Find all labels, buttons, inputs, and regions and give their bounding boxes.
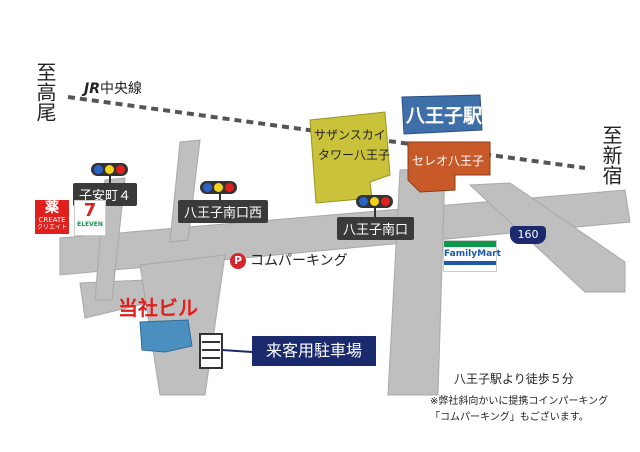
- origin-left-label: 至高尾: [33, 62, 57, 122]
- signal-minami: [356, 195, 393, 208]
- sazansu-line1: サザンスカイ: [314, 128, 386, 142]
- road-nw: [169, 139, 201, 243]
- intersection-minami-nishi: 八王子南口西: [178, 200, 269, 223]
- visitor-parking-label: 来客用駐車場: [252, 336, 376, 366]
- sazansu-building: [309, 111, 391, 204]
- signal-koyasu: [91, 163, 128, 176]
- origin-left-text: 至高尾: [33, 62, 57, 122]
- intersection-minami: 八王子南口: [337, 217, 415, 240]
- road-160: [468, 182, 626, 293]
- com-parking-text: コムパーキング: [250, 253, 348, 269]
- create-logo: 薬 CREATE クリエイト: [35, 200, 69, 234]
- office-building: [139, 319, 193, 353]
- note-line2: 「コムパーキング」もございます。: [430, 412, 589, 423]
- rail-name: 中央線: [100, 81, 142, 97]
- sereo-label: セレオ八王子: [412, 154, 485, 168]
- office-label: 当社ビル: [118, 296, 198, 320]
- walk-note: 八王子駅より徒歩５分: [454, 372, 574, 386]
- jr-logo: JR: [84, 81, 100, 97]
- seven-digit: 7: [83, 200, 97, 221]
- origin-right-text: 至新宿: [599, 125, 623, 185]
- road-station: [387, 167, 446, 396]
- note-line1: ※弊社斜向かいに提携コインパーキング: [430, 396, 609, 407]
- callout-pointer: [221, 349, 253, 353]
- sereo-building: [407, 141, 491, 193]
- create-sub: クリエイト: [36, 224, 67, 231]
- create-name: CREATE: [38, 216, 66, 224]
- station-label: 八王子駅: [406, 105, 483, 127]
- road-koyasu: [94, 177, 126, 301]
- station-building: [401, 94, 483, 135]
- sazansu-line2: タワー八王子: [318, 148, 391, 162]
- seven-eleven-logo: 7 ELEVEN: [74, 200, 106, 236]
- familymart-text: FamilyMart: [444, 249, 501, 259]
- chuo-line-track: [67, 95, 586, 170]
- parking-icon: P: [230, 253, 246, 269]
- familymart-logo: FamilyMart: [443, 240, 501, 272]
- route-160-sign: 160: [510, 226, 546, 244]
- signal-minami-nishi: [200, 181, 237, 194]
- rail-label: JR中央線: [84, 78, 142, 98]
- origin-right-label: 至新宿: [599, 125, 623, 185]
- seven-text: ELEVEN: [77, 221, 103, 228]
- create-logo-kanji: 薬: [45, 200, 59, 216]
